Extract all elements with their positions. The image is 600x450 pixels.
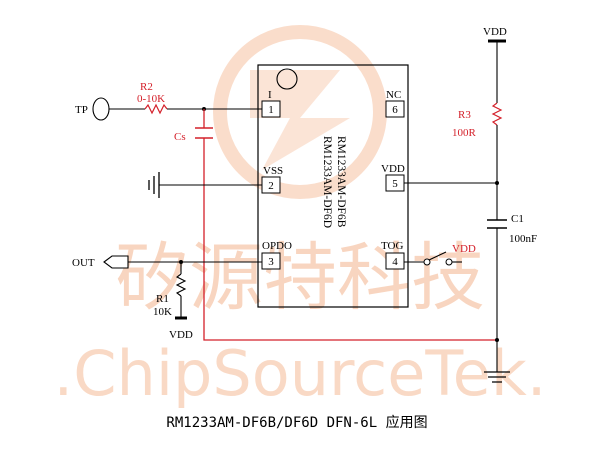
pin-number-5: 5: [392, 178, 398, 190]
watermark-logo: [213, 25, 387, 199]
chip-name-line1: RM1233AM-DF6B: [335, 136, 347, 228]
switch-lever-icon: [428, 251, 447, 261]
switch-contact-icon: [445, 258, 453, 266]
capacitor-cs-icon: [195, 127, 213, 139]
r3-name: R3: [458, 109, 471, 121]
diagram-caption: RM1233AM-DF6B/DF6D DFN-6L 应用图: [166, 414, 427, 431]
pin-label-6: NC: [386, 89, 401, 101]
cs-name: Cs: [174, 131, 186, 143]
chip-body: [257, 64, 409, 308]
vdd-bottom-label: VDD: [169, 329, 193, 341]
pin-label-3: OPDO: [262, 240, 292, 252]
junction-dot: [495, 338, 499, 342]
c1-value: 100nF: [509, 233, 537, 245]
output-arrow-icon: [103, 255, 129, 269]
pin-number-4: 4: [392, 256, 398, 268]
r2-name: R2: [140, 81, 153, 93]
pin-box-4: [385, 252, 405, 270]
vdd-top-label: VDD: [483, 26, 507, 38]
resistor-r3-icon: [491, 102, 503, 126]
switch-contact-icon: [423, 258, 431, 266]
resistor-r1-icon: [175, 273, 187, 297]
pin-number-6: 6: [392, 104, 398, 116]
r2-value: 0-10K: [137, 93, 165, 105]
chip-name-line2: RM1233AM-DF6D: [321, 136, 333, 228]
r1-value: 10K: [153, 306, 172, 318]
touch-pad-icon: [92, 97, 110, 121]
pin-label-5: VDD: [381, 163, 405, 175]
pin1-marker: [276, 68, 298, 90]
junction-dot: [495, 181, 499, 185]
pin-label-2: VSS: [263, 165, 283, 177]
pin-number-3: 3: [268, 256, 274, 268]
ground-left-icon: [148, 172, 160, 198]
pin-number-2: 2: [268, 180, 274, 192]
pin-number-1: 1: [268, 104, 274, 116]
pin-label-4: TOG: [381, 240, 403, 252]
r3-value: 100R: [452, 127, 477, 139]
vdd-switch-label: VDD: [452, 243, 476, 255]
tp-label: TP: [75, 104, 88, 116]
resistor-r2-icon: [144, 103, 168, 115]
watermark-english: .ChipSourceTek.: [54, 337, 547, 410]
wire-cs-gnd-red: [203, 138, 497, 341]
r1-name: R1: [156, 293, 169, 305]
pin-box-6: [385, 100, 405, 118]
out-label: OUT: [72, 257, 95, 269]
pin-label-1: I: [268, 89, 272, 101]
ground-right-icon: [484, 371, 510, 383]
capacitor-c1-icon: [487, 219, 507, 229]
pin-box-3: [261, 252, 281, 270]
c1-name: C1: [511, 213, 524, 225]
